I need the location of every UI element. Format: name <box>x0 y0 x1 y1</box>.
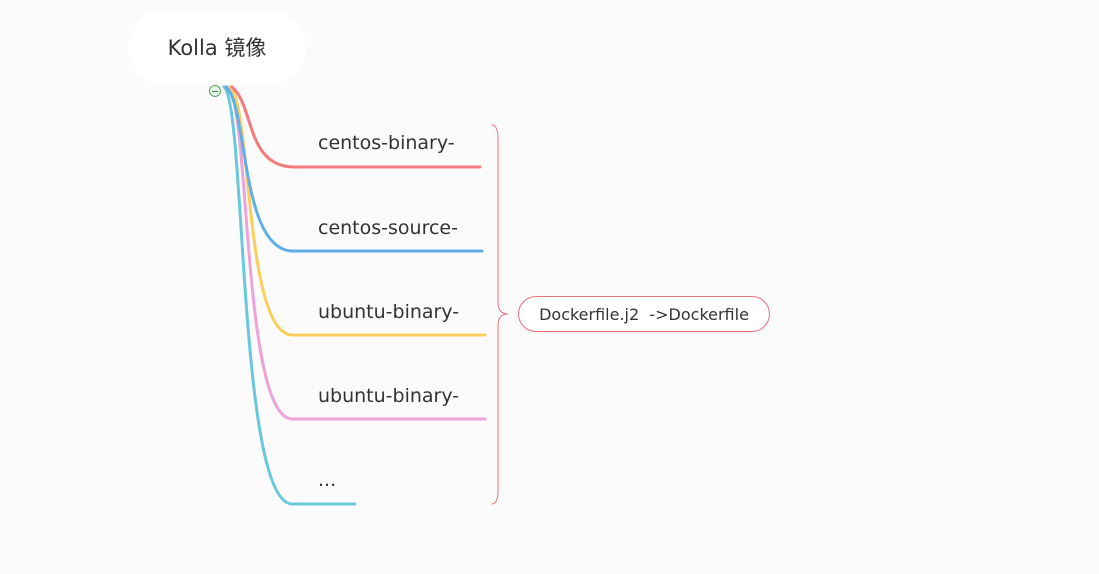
branch-connector-5 <box>222 85 357 506</box>
branch-connector-3 <box>228 85 487 337</box>
summary-brace <box>491 124 509 505</box>
summary-topic[interactable]: Dockerfile.j2 ->Dockerfile <box>518 296 770 332</box>
summary-topic-label: Dockerfile.j2 ->Dockerfile <box>539 304 749 324</box>
branch-topic-2[interactable]: centos-source- <box>318 217 458 239</box>
branch-topic-3[interactable]: ubuntu-binary- <box>318 301 460 323</box>
branch-connector-1 <box>230 85 482 169</box>
branch-topic-1[interactable]: centos-binary- <box>318 132 455 154</box>
branch-connector-2 <box>224 85 484 253</box>
branch-topic-5[interactable]: ... <box>318 469 337 491</box>
branch-topic-4[interactable]: ubuntu-binary- <box>318 385 460 407</box>
root-topic[interactable]: Kolla 镜像 <box>128 10 306 84</box>
root-topic-label: Kolla 镜像 <box>167 36 267 60</box>
collapse-minus-icon[interactable] <box>209 85 221 97</box>
